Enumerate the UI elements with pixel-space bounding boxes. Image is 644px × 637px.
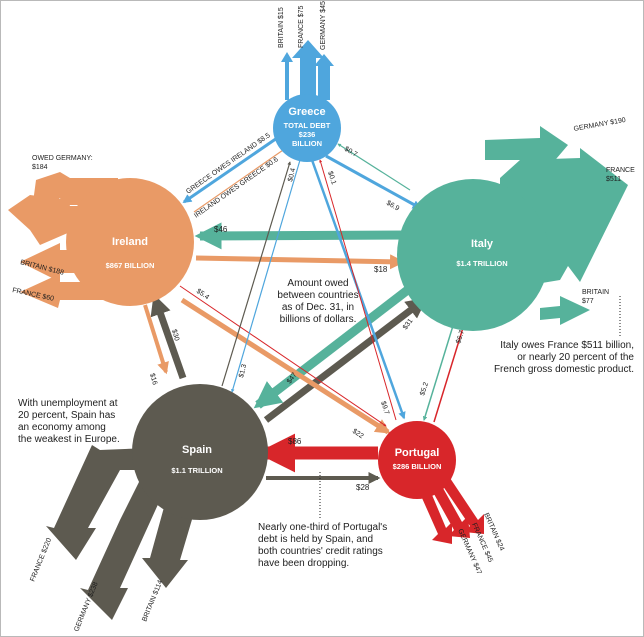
- label-greece-italy: $6.9: [385, 200, 400, 213]
- label-ireland-italy: $18: [374, 265, 388, 274]
- flow-italy-ireland: [194, 222, 409, 250]
- inter-country-flows: [143, 134, 468, 484]
- amount-owed-line: Amount owed: [287, 278, 349, 289]
- flow-spain-italy: [263, 297, 428, 423]
- label-italy-portugal: $5.2: [419, 381, 430, 396]
- label-greece-france: FRANCE $75: [298, 5, 305, 48]
- spain-note-line: an economy among: [18, 422, 106, 433]
- flow-ireland-greece: [193, 147, 287, 213]
- label-greece-germany: GERMANY $45: [320, 1, 327, 50]
- portugal-node: [378, 421, 456, 499]
- italy-debt: $1.4 TRILLION: [456, 259, 507, 268]
- spain-note-line: With unemployment at: [18, 398, 118, 409]
- spain-node: [132, 384, 268, 520]
- greece-debt-line1: TOTAL DEBT: [284, 121, 331, 130]
- portugal-note-line: Nearly one-third of Portugal's: [258, 522, 388, 533]
- greece-node: [273, 94, 341, 162]
- flow-italy-portugal: [422, 315, 457, 421]
- greece-debt-line3: BILLION: [292, 139, 322, 148]
- label-italy-greece: $0.7: [343, 146, 358, 159]
- amount-owed-note: Amount owed between countries as of Dec.…: [270, 278, 366, 326]
- label-greece-portugal-a: $0.1: [326, 170, 337, 185]
- spain-note-line: 20 percent, Spain has: [18, 410, 116, 421]
- label-ireland-germany-2: $184: [32, 164, 48, 171]
- label-spain-greece: $1.3: [238, 363, 248, 378]
- flow-italy-greece: [337, 143, 411, 191]
- label-spain-britain: BRITAIN $114: [141, 579, 164, 623]
- label-spain-germany: GERMANY $238: [73, 581, 99, 633]
- label-italy-france-2: $511: [606, 176, 621, 183]
- flow-italy-spain: [253, 278, 421, 409]
- portugal-note-line: both countries' credit ratings: [258, 546, 383, 557]
- label-ireland-portugal: $5.4: [195, 288, 210, 301]
- amount-owed-line: as of Dec. 31, in: [281, 302, 355, 313]
- flow-greece-spain: [231, 159, 301, 393]
- greece-debt-line2: $236: [299, 130, 316, 139]
- flow-greece-ireland: [182, 134, 281, 204]
- italy-note-line: or nearly 20 percent of the: [517, 352, 634, 363]
- label-italy-britain-1: BRITAIN: [582, 289, 609, 296]
- portugal-name: Portugal: [395, 447, 440, 459]
- flow-greece-italy: [325, 154, 422, 210]
- ireland-node: [66, 178, 194, 306]
- portugal-note: Nearly one-third of Portugal's debt is h…: [258, 522, 387, 570]
- italy-note-line: French gross domestic product.: [493, 364, 634, 375]
- italy-note: Italy owes France $511 billion, or nearl…: [474, 340, 634, 376]
- label-greece-portugal-b: $9.7: [379, 400, 390, 415]
- flow-spain-greece: [221, 161, 291, 387]
- portugal-note-line: debt is held by Spain, and: [258, 534, 374, 545]
- flow-spain-ireland: [150, 294, 187, 380]
- ireland-name: Ireland: [112, 236, 148, 248]
- flow-portugal-greece: [319, 159, 397, 421]
- spain-external-arrows: [46, 445, 196, 620]
- label-portugal-spain: $86: [288, 437, 302, 446]
- greece-external-arrows: [281, 40, 334, 100]
- flow-portugal-ireland-thin: [179, 285, 387, 427]
- label-italy-france-1: FRANCE: [606, 167, 635, 174]
- label-italy-britain-2: $77: [582, 298, 594, 305]
- portugal-note-line: have been dropping.: [258, 558, 350, 569]
- label-spain-portugal: $28: [356, 483, 370, 492]
- flow-ireland-spain: [143, 304, 169, 375]
- label-portugal-italy: $6.7: [455, 329, 466, 344]
- italy-name: Italy: [471, 238, 494, 250]
- amount-owed-line: billions of dollars.: [279, 314, 357, 325]
- ireland-debt: $867 BILLION: [106, 261, 155, 270]
- label-ireland-portugal-b: $22: [351, 428, 365, 440]
- label-greece-britain: BRITAIN $15: [278, 7, 285, 48]
- label-spain-ireland: $30: [170, 329, 180, 342]
- flow-portugal-italy: [433, 317, 468, 423]
- spain-name: Spain: [182, 444, 212, 456]
- spain-note: With unemployment at 20 percent, Spain h…: [18, 398, 120, 446]
- label-ireland-germany-1: OWED GERMANY:: [32, 155, 93, 162]
- italy-note-line: Italy owes France $511 billion,: [500, 340, 634, 351]
- amount-owed-line: between countries: [277, 290, 359, 301]
- label-ireland-spain: $16: [148, 373, 158, 386]
- label-greece-owes-ireland: GREECE OWES IRELAND $8.5: [185, 132, 272, 196]
- label-italy-germany: GERMANY $190: [573, 117, 626, 133]
- label-spain-france: FRANCE $220: [29, 537, 53, 583]
- italy-node: [397, 179, 549, 331]
- label-greece-spain: $0.4: [287, 167, 297, 182]
- greece-name: Greece: [288, 106, 325, 118]
- flow-ireland-italy: [195, 254, 405, 270]
- spain-note-line: the weakest in Europe.: [18, 434, 120, 445]
- portugal-debt: $286 BILLION: [393, 462, 442, 471]
- spain-debt: $1.1 TRILLION: [171, 466, 222, 475]
- label-italy-ireland: $46: [214, 225, 228, 234]
- flow-ireland-portugal: [180, 297, 391, 435]
